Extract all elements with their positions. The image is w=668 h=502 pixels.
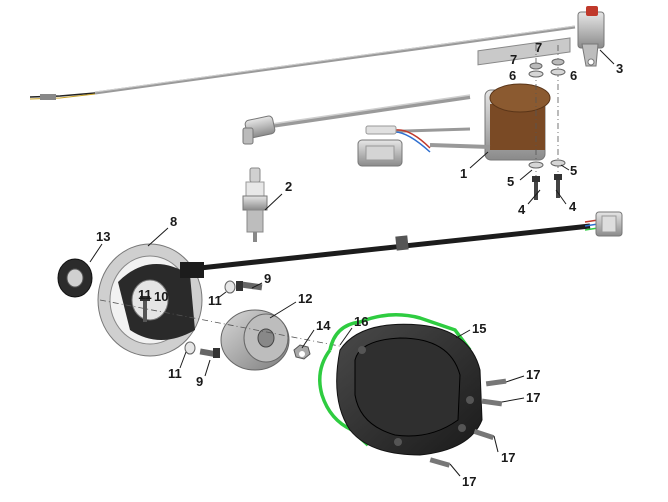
cover-bolts <box>429 378 507 468</box>
spark-plug <box>242 167 268 242</box>
callout-7-left: 7 <box>510 52 517 67</box>
center-axis <box>99 299 361 351</box>
callout-6-right: 6 <box>570 68 577 83</box>
callout-labels: 3 7 7 6 6 1 5 5 4 4 2 8 13 9 11 11 10 12… <box>96 40 623 489</box>
callout-5-right: 5 <box>570 163 577 178</box>
nut-washer-set <box>528 58 566 169</box>
coil-bolts <box>532 174 562 200</box>
stator-wire <box>199 211 623 271</box>
callout-15: 15 <box>472 321 486 336</box>
rotor <box>220 309 290 371</box>
rotor-washer <box>293 344 311 360</box>
kill-switch-cable <box>29 25 576 100</box>
ignition-coil <box>242 37 571 167</box>
callout-1: 1 <box>460 166 467 181</box>
callout-2: 2 <box>285 179 292 194</box>
drive-gear <box>57 258 93 298</box>
stator-fasteners <box>140 280 263 358</box>
callout-4-left: 4 <box>518 202 526 217</box>
callout-14: 14 <box>316 318 331 333</box>
callout-17-b: 17 <box>526 390 540 405</box>
callout-7-right: 7 <box>535 40 542 55</box>
callout-9-bottom: 9 <box>196 374 203 389</box>
callout-17-a: 17 <box>526 367 540 382</box>
callout-11-bottom: 11 <box>168 366 182 381</box>
callout-4-right: 4 <box>569 199 577 214</box>
callout-17-c: 17 <box>501 450 515 465</box>
ignition-cover <box>336 323 483 456</box>
callout-3: 3 <box>616 61 623 76</box>
leader-lines <box>89 49 615 477</box>
callout-12: 12 <box>298 291 312 306</box>
callout-8: 8 <box>170 214 177 229</box>
callout-17-d: 17 <box>462 474 476 489</box>
callout-10: 10 <box>154 289 168 304</box>
callout-9-top: 9 <box>264 271 271 286</box>
kill-switch <box>577 6 605 67</box>
callout-6-left: 6 <box>509 68 516 83</box>
callout-5-left: 5 <box>507 174 514 189</box>
callout-11-mid: 11 <box>138 287 152 302</box>
callout-16: 16 <box>354 314 368 329</box>
callout-13: 13 <box>96 229 110 244</box>
callout-11-top: 11 <box>208 293 222 308</box>
